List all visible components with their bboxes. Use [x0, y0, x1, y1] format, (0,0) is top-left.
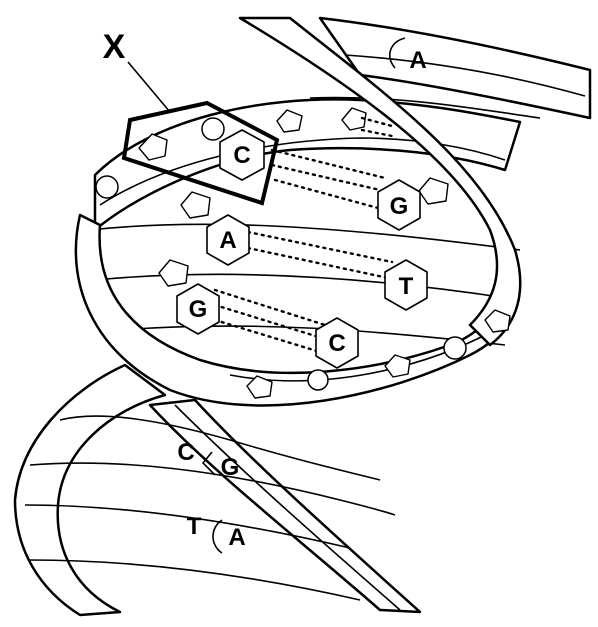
base-c1: C	[219, 129, 265, 181]
base-hexagon	[384, 259, 428, 311]
phosphate-circle	[201, 117, 225, 141]
base-letter-t: T	[187, 513, 202, 540]
base-hexagon	[377, 179, 421, 231]
base-hexagon	[315, 317, 359, 369]
base-letter-a: A	[219, 227, 236, 254]
callout-leader-line	[127, 61, 171, 113]
base-letter-c: C	[233, 142, 250, 169]
base-hexagon	[206, 214, 250, 266]
base-hexagon	[219, 129, 265, 181]
upper-back-strand	[309, 16, 592, 120]
phosphate-circle	[443, 336, 467, 360]
base-letter-a: A	[228, 524, 245, 551]
callout-label: X	[103, 28, 126, 66]
base-letter-c: C	[177, 439, 194, 466]
lower-left-strand	[13, 363, 396, 617]
base-a1: A	[206, 214, 250, 266]
lower-pair-ta: T A	[187, 513, 246, 554]
base-letter-c: C	[328, 330, 345, 357]
phosphate-circle	[307, 369, 329, 391]
base-c2: C	[315, 317, 359, 369]
base-letter-g: G	[189, 296, 208, 323]
callout-box	[121, 100, 280, 206]
base-letter-g: G	[221, 454, 240, 481]
base-g2: G	[176, 283, 220, 335]
sugar-pentagon	[276, 109, 303, 133]
base-g1: G	[377, 179, 421, 231]
sugar-pentagon	[158, 259, 189, 287]
base-hexagon	[176, 283, 220, 335]
sugar-pentagon	[484, 309, 511, 333]
sugar-pentagon	[138, 133, 168, 161]
base-letter-g: G	[390, 193, 409, 220]
sugar-pentagon	[341, 107, 367, 131]
backbone-bottom	[246, 309, 511, 399]
inner-rungs	[89, 223, 521, 346]
sugar-pentagon	[384, 354, 411, 378]
base-t1: T	[384, 259, 428, 311]
backbone-top	[95, 107, 367, 199]
sugar-pentagon	[418, 177, 449, 205]
right-sugars	[418, 177, 449, 205]
left-sugars	[158, 191, 211, 287]
base-top-right-a: A	[389, 37, 427, 74]
sugar-pentagon	[246, 375, 273, 399]
hydrogen-bonds	[213, 116, 394, 354]
phosphate-circle	[95, 175, 119, 199]
base-letter-a: A	[409, 47, 426, 74]
callout-x: X	[103, 28, 280, 206]
lower-pair-cg: C G	[177, 439, 239, 481]
base-letter-t: T	[399, 273, 414, 300]
sugar-pentagon	[180, 191, 211, 219]
